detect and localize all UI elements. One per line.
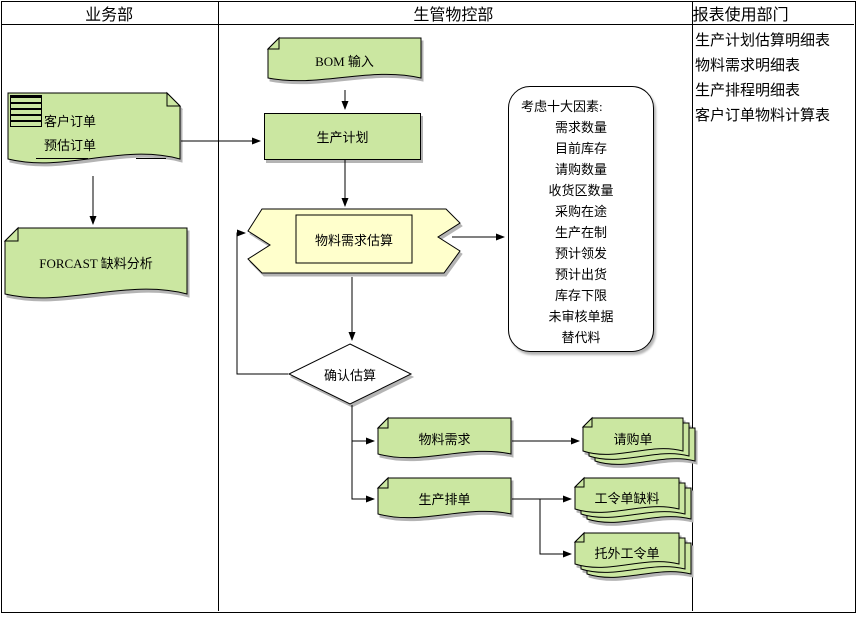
- estimated-order-label: 预估订单: [44, 138, 97, 153]
- production-schedule-doc: 生产排单: [376, 476, 512, 526]
- material-requirement-label: 物料需求: [418, 431, 471, 447]
- factor-item: 预计领发: [554, 246, 607, 261]
- factor-item: 请购数量: [554, 162, 607, 177]
- report-item: 物料需求明细表: [695, 58, 801, 74]
- customer-order-doc: 客户订单 预估订单: [7, 91, 182, 175]
- underline-decoration: [136, 158, 166, 159]
- lane-divider-1: [218, 1, 219, 611]
- production-schedule-label: 生产排单: [418, 491, 471, 507]
- material-estimate-banner: 物料需求估算: [247, 203, 461, 279]
- production-plan-box: 生产计划: [264, 113, 421, 160]
- factors-title: 考虑十大因素:: [521, 99, 603, 114]
- stacked-lines-icon: [10, 95, 42, 127]
- factor-item: 收货区数量: [548, 183, 614, 198]
- factor-item: 库存下限: [554, 288, 607, 303]
- swimlane-header-row: 业务部 生管物控部 报表使用部门: [1, 1, 854, 25]
- work-order-shortage-docs: 工令单缺料: [573, 476, 693, 532]
- confirm-estimate-decision: 确认估算: [287, 343, 413, 405]
- purchase-requisition-docs: 请购单: [581, 416, 697, 474]
- production-plan-label: 生产计划: [316, 130, 369, 145]
- confirm-estimate-label: 确认估算: [323, 367, 376, 383]
- bom-input-doc: BOM 输入: [266, 36, 422, 90]
- outsourced-work-order-label: 托外工令单: [594, 545, 660, 561]
- bom-label: BOM 输入: [315, 53, 374, 69]
- material-estimate-label: 物料需求估算: [314, 232, 393, 248]
- underline-decoration: [36, 158, 88, 159]
- purchase-requisition-label: 请购单: [613, 431, 653, 447]
- factor-item: 目前库存: [554, 141, 607, 156]
- lane-divider-2: [692, 1, 693, 611]
- report-item: 生产排程明细表: [695, 83, 801, 99]
- work-order-shortage-label: 工令单缺料: [594, 490, 660, 506]
- report-list: 生产计划估算明细表 物料需求明细表 生产排程明细表 客户订单物料计算表: [695, 29, 853, 129]
- lane-header-production-control: 生管物控部: [413, 6, 494, 24]
- factor-item: 未审核单据: [548, 309, 614, 324]
- lane-header-business: 业务部: [85, 6, 134, 24]
- report-item: 生产计划估算明细表: [695, 33, 831, 49]
- forecast-shortage-doc: FORCAST 缺料分析: [3, 226, 188, 310]
- forecast-label: FORCAST 缺料分析: [39, 255, 153, 271]
- customer-order-label: 客户订单: [44, 114, 97, 129]
- factor-item: 需求数量: [554, 120, 607, 135]
- factor-item: 采购在途: [554, 204, 607, 219]
- outsourced-work-order-docs: 托外工令单: [573, 531, 693, 587]
- factor-item: 替代料: [561, 330, 601, 345]
- lane-header-report-users: 报表使用部门: [692, 6, 789, 24]
- factor-item: 生产在制: [554, 225, 607, 240]
- report-item: 客户订单物料计算表: [695, 108, 831, 124]
- factors-note: 考虑十大因素: 需求数量 目前库存 请购数量 收货区数量 采购在途 生产在制 预…: [508, 86, 654, 352]
- material-requirement-doc: 物料需求: [376, 416, 512, 466]
- factor-item: 预计出货: [554, 267, 607, 282]
